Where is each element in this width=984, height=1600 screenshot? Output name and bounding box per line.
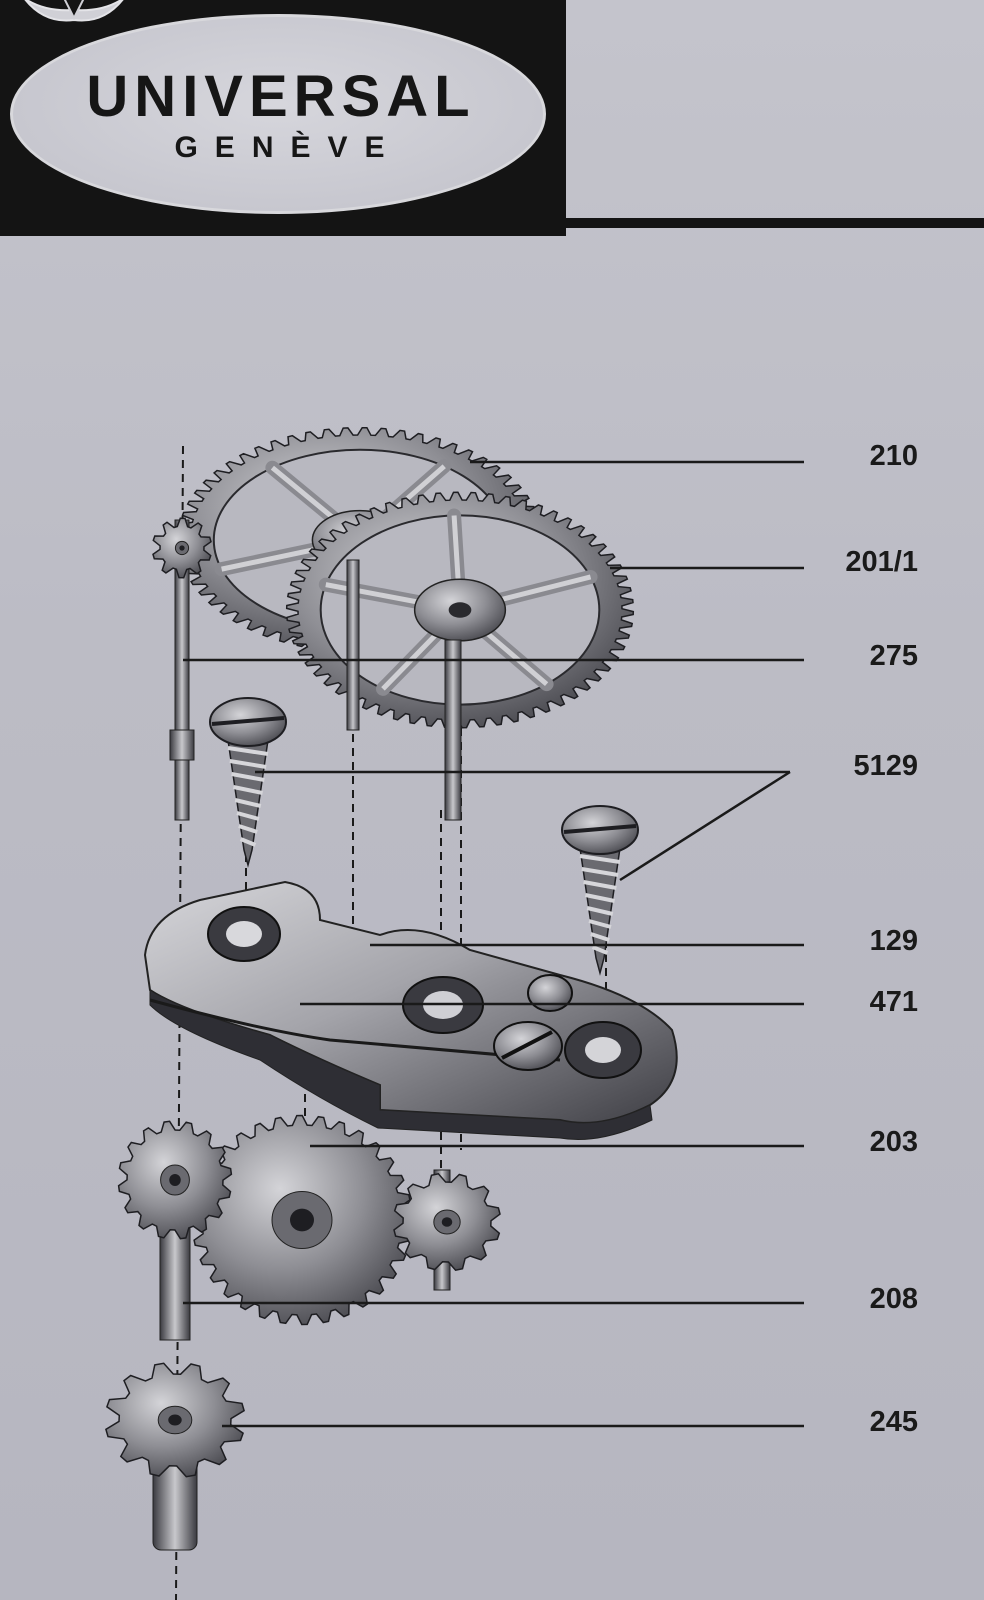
part-label-129: 129 [869,925,918,957]
header-rule [566,218,984,228]
part-label-275: 275 [869,640,918,672]
leader-lines [183,460,804,1428]
part-label-245: 245 [869,1406,918,1438]
arbor-201-1 [444,639,462,821]
header-block: UNIVERSAL GENÈVE [0,0,566,236]
part-label-5129: 5129 [853,750,918,782]
part-label-210: 210 [869,440,918,472]
gear-203 [191,1114,413,1326]
pinion-245 [105,1362,245,1551]
part-label-201-1: 201/1 [845,546,918,578]
exploded-parts-diagram [105,426,804,1600]
crest-emblem-icon [24,0,124,22]
brand-city: GENÈVE [174,131,402,164]
brand-logo-oval: UNIVERSAL GENÈVE [10,14,546,214]
pinion-208 [117,1120,233,1341]
screw-5129-right [561,805,639,976]
brand-name: UNIVERSAL [86,64,476,129]
gear-201-1 [285,491,635,729]
part-label-203: 203 [869,1126,918,1158]
shaft-275 [152,517,212,821]
small-pinion-right [393,1169,501,1291]
bridge-129 [143,880,678,1141]
part-label-208: 208 [869,1283,918,1315]
screw-5129-left [209,697,287,868]
part-label-471: 471 [869,986,918,1018]
arbor-210 [346,559,360,731]
